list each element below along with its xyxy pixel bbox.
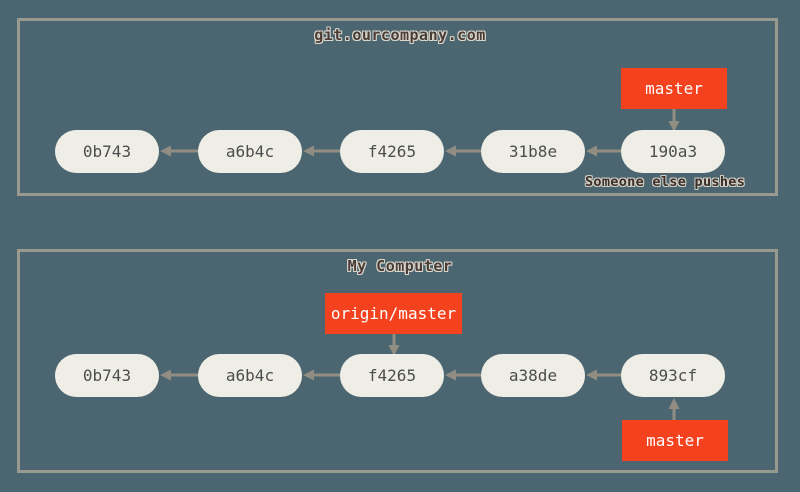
commit-node[interactable]: 893cf xyxy=(621,354,725,397)
commit-node[interactable]: f4265 xyxy=(340,354,444,397)
local-repository-title: My Computer xyxy=(347,257,453,275)
commit-node[interactable]: 0b743 xyxy=(55,354,159,397)
branch-label-master-local[interactable]: master xyxy=(622,420,728,461)
commit-node[interactable]: a6b4c xyxy=(198,130,302,173)
commit-node[interactable]: 0b743 xyxy=(55,130,159,173)
commit-node[interactable]: 190a3 xyxy=(621,130,725,173)
branch-label-origin-master[interactable]: origin/master xyxy=(325,293,462,334)
local-repository-frame xyxy=(17,249,778,473)
remote-repository-frame xyxy=(17,18,778,196)
commit-node[interactable]: a38de xyxy=(481,354,585,397)
commit-node[interactable]: 31b8e xyxy=(481,130,585,173)
branch-label-master-remote[interactable]: master xyxy=(621,68,727,109)
commit-node[interactable]: f4265 xyxy=(340,130,444,173)
remote-repository-title: git.ourcompany.com xyxy=(314,26,486,44)
caption-someone-else-pushes: Someone else pushes xyxy=(585,174,746,190)
commit-node[interactable]: a6b4c xyxy=(198,354,302,397)
